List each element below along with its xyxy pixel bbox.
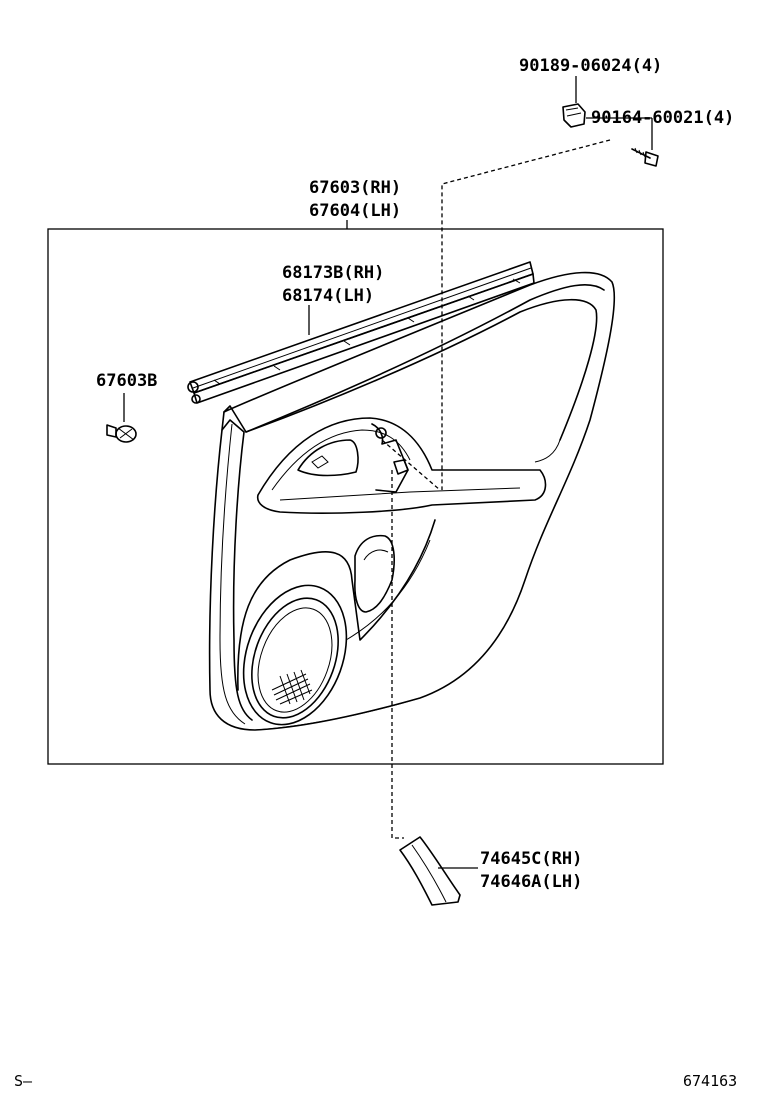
board-part-number-lh: 67604(LH) bbox=[309, 201, 401, 221]
weatherstrip-part-number-lh: 68174(LH) bbox=[282, 286, 374, 306]
speaker-grille bbox=[271, 669, 313, 705]
bolt-part-number: 90189-06024(4) bbox=[519, 56, 662, 76]
assembly-frame bbox=[47, 228, 664, 765]
clip-guide-line bbox=[381, 439, 441, 491]
screw-guide-line bbox=[441, 139, 611, 490]
cover-guide-line bbox=[391, 470, 404, 839]
weatherstrip-part-number-rh: 68173B(RH) bbox=[282, 263, 384, 283]
cover-part[interactable] bbox=[399, 836, 461, 906]
cover-part-number-rh: 74645C(RH) bbox=[480, 849, 582, 869]
screw-part[interactable] bbox=[631, 147, 659, 167]
clip-part[interactable] bbox=[106, 424, 137, 443]
footer-section-code: S– bbox=[14, 1072, 33, 1090]
board-part-number-rh: 67603(RH) bbox=[309, 178, 401, 198]
bolt-part[interactable] bbox=[562, 103, 586, 128]
screw-part-number: 90164-60021(4) bbox=[591, 108, 734, 128]
cover-part-number-lh: 74646A(LH) bbox=[480, 872, 582, 892]
footer-diagram-number: 674163 bbox=[683, 1072, 737, 1090]
door-trim-board[interactable] bbox=[208, 271, 616, 740]
clip-part-number: 67603B bbox=[96, 371, 157, 391]
weatherstrip-part[interactable] bbox=[187, 261, 535, 404]
